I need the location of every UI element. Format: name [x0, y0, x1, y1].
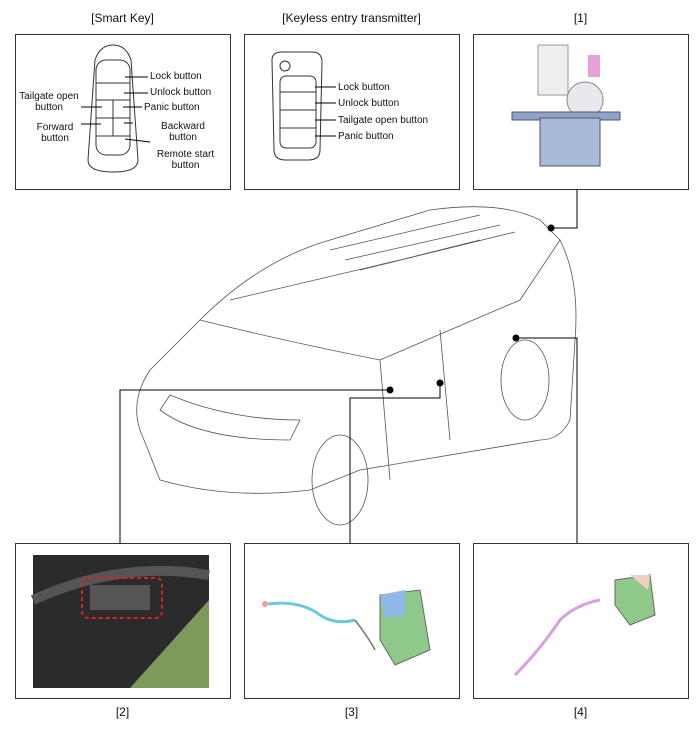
sk-tailgate-label: Tailgate open button	[19, 91, 79, 113]
part-4-panel	[473, 543, 689, 699]
title-4: [4]	[573, 705, 588, 719]
door-latch-rear	[513, 574, 656, 677]
smart-key-arrows	[81, 76, 151, 143]
sk-panic-label: Panic button	[144, 102, 200, 113]
tailgate-latch	[511, 44, 621, 167]
title-keyless: [Keyless entry transmitter]	[282, 11, 421, 25]
keyless-arrows	[315, 86, 336, 137]
keyless-fob	[271, 51, 323, 161]
door-switch-photo	[30, 555, 210, 688]
sk-forward-label: Forward button	[36, 122, 74, 144]
sk-remote-start-label: Remote start button	[156, 149, 215, 171]
smart-key-fob	[87, 44, 139, 173]
car-illustration	[136, 206, 577, 526]
sk-lock-label: Lock button	[150, 71, 202, 82]
title-3: [3]	[344, 705, 359, 719]
title-2: [2]	[115, 705, 130, 719]
door-latch-front	[262, 589, 431, 666]
callout-lines	[119, 190, 578, 543]
ke-lock-label: Lock button	[338, 82, 390, 93]
title-smart-key: [Smart Key]	[91, 11, 154, 25]
ke-panic-label: Panic button	[338, 131, 394, 142]
ke-unlock-label: Unlock button	[338, 98, 400, 109]
title-1: [1]	[573, 11, 588, 25]
ke-tailgate-label: Tailgate open button	[338, 115, 429, 126]
callout-dots	[386, 224, 555, 394]
sk-backward-label: Backward button	[161, 121, 205, 143]
sk-unlock-label: Unlock button	[150, 87, 212, 98]
